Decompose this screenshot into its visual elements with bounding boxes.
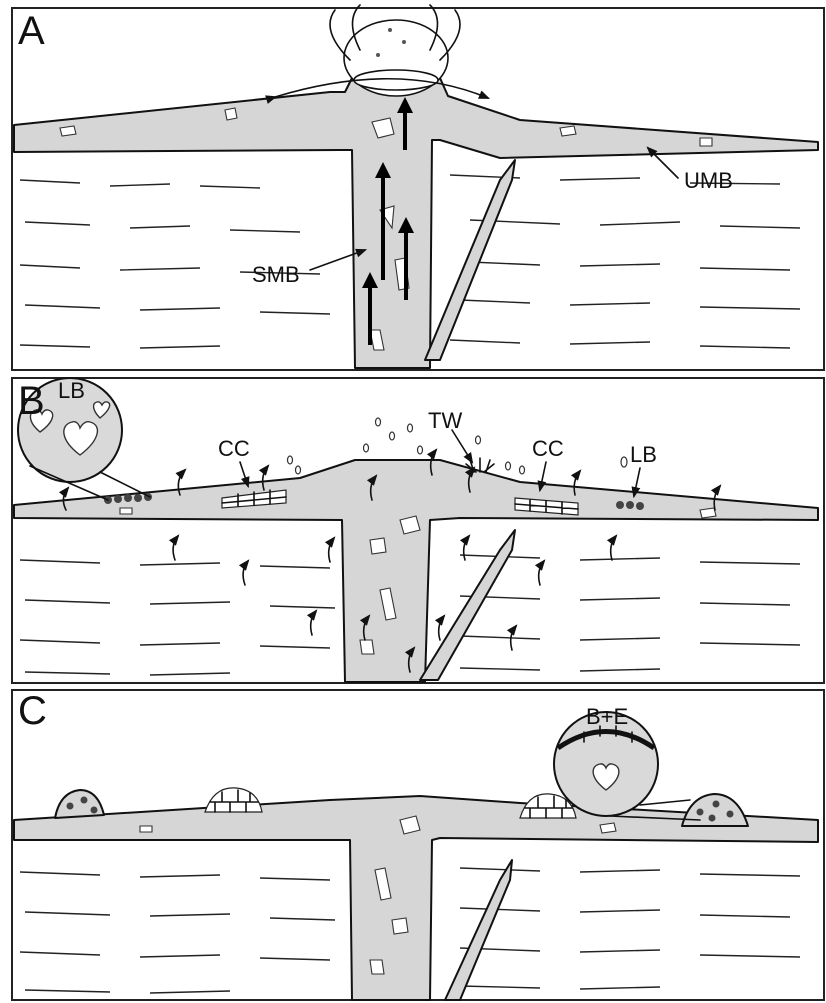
panel-b-lb-cluster-right	[616, 501, 644, 510]
cc-right-label: CC	[532, 436, 564, 461]
panel-b-letter: B	[18, 379, 45, 423]
cc-left-label: CC	[218, 436, 250, 461]
umb-label: UMB	[684, 168, 733, 193]
panel-c-letter: C	[18, 689, 47, 733]
lb-right-label: LB	[630, 442, 657, 467]
panel-c	[12, 690, 824, 1000]
be-lens-label: B+E	[586, 704, 628, 729]
tw-label: TW	[428, 408, 462, 433]
smb-label: SMB	[252, 262, 300, 287]
panel-b	[12, 378, 824, 683]
lb-lens-label: LB	[58, 378, 85, 403]
panel-a-letter: A	[18, 9, 45, 53]
